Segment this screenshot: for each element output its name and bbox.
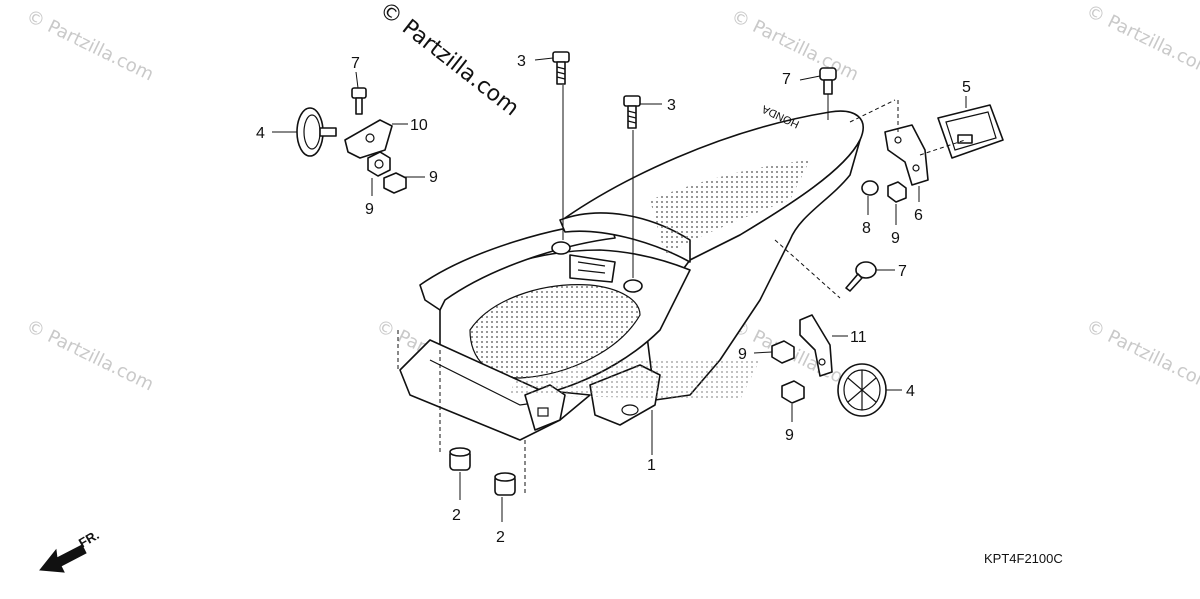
nut-9-left-a [367, 151, 391, 177]
callout-7: 7 [782, 71, 791, 88]
collar-2-left [449, 447, 471, 471]
nut-9-right-top [887, 181, 907, 203]
callout-2: 2 [452, 507, 461, 524]
bracket-10 [344, 119, 393, 159]
watermark-text: © Partzilla.com [1083, 1, 1200, 81]
callout-11: 11 [850, 329, 867, 346]
callout-4: 4 [906, 383, 915, 400]
callout-6: 6 [914, 207, 923, 224]
callout-9: 9 [738, 346, 747, 363]
callout-9: 9 [891, 230, 900, 247]
nut-9-mid [771, 340, 795, 364]
bolt-3-top [552, 51, 570, 85]
callout-7: 7 [351, 55, 360, 72]
callout-3: 3 [517, 53, 526, 70]
callout-labels: 1 2 2 3 3 4 4 5 6 7 7 7 8 9 9 9 9 9 10 1… [256, 53, 971, 546]
collar-2-right [494, 472, 516, 496]
screw-7-right [819, 67, 837, 95]
watermark-main: © Partzilla.com [374, 0, 523, 121]
watermark-text: © Partzilla.com [23, 6, 157, 86]
screw-7-side [845, 261, 877, 292]
diagram-code: KPT4F2100C [984, 551, 1063, 566]
callout-9: 9 [365, 201, 374, 218]
license-light-5 [937, 104, 1004, 159]
screw-7-left [351, 87, 367, 115]
front-direction-arrow: FR. [39, 527, 102, 573]
nut-9-left-b [383, 172, 407, 194]
rear-fender: HONDA [399, 102, 864, 441]
nut-9-lower [781, 380, 805, 404]
bracket-6 [884, 124, 929, 186]
callout-8: 8 [862, 220, 871, 237]
callout-4: 4 [256, 125, 265, 142]
callout-3: 3 [667, 97, 676, 114]
bracket-11 [799, 314, 833, 377]
watermark-text: © Partzilla.com [1083, 316, 1200, 396]
watermark-text: © Partzilla.com [23, 316, 157, 396]
nut-8 [861, 180, 879, 196]
bolt-3-mid [623, 95, 641, 129]
callout-2: 2 [496, 529, 505, 546]
callout-10: 10 [410, 117, 428, 134]
callout-7: 7 [898, 263, 907, 280]
callout-5: 5 [962, 79, 971, 96]
callout-9: 9 [785, 427, 794, 444]
callout-9: 9 [429, 169, 438, 186]
callout-1: 1 [647, 457, 656, 474]
reflector-4-left [296, 107, 337, 157]
watermark-text: © Partzilla.com [728, 6, 862, 86]
leader-lines [272, 57, 967, 522]
reflector-4-right [837, 363, 887, 417]
